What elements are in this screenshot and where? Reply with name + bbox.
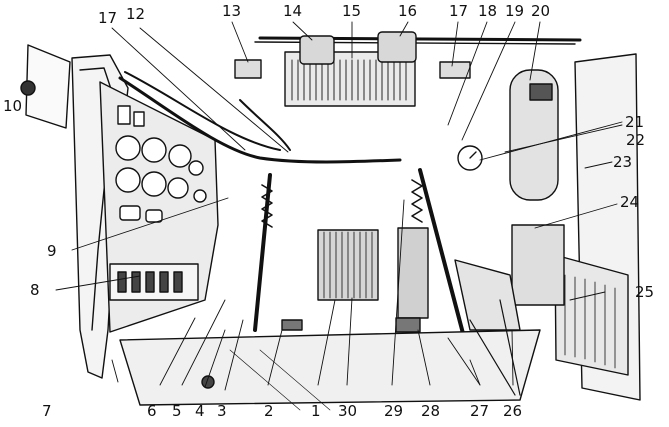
callout-6: 6	[147, 402, 157, 420]
callout-15: 15	[342, 2, 362, 20]
callout-27: 27	[470, 402, 490, 420]
bracket-28	[395, 317, 421, 333]
leader-lines	[55, 21, 623, 391]
callout-12: 12	[126, 5, 146, 23]
callout-24: 24	[620, 193, 640, 211]
callout-2: 2	[264, 402, 274, 420]
control-box	[511, 224, 565, 306]
battery-box	[554, 254, 629, 376]
heater-fan	[377, 31, 417, 63]
callout-23: 23	[613, 153, 633, 171]
callout-26: 26	[503, 402, 523, 420]
springs	[261, 179, 423, 228]
callout-30: 30	[338, 402, 358, 420]
callout-19: 19	[505, 2, 525, 20]
heater-motor	[299, 35, 335, 65]
lever-left	[253, 173, 272, 332]
callout-8: 8	[30, 281, 40, 299]
knob-4	[201, 375, 215, 389]
lever-right	[418, 168, 472, 362]
callout-28: 28	[421, 402, 441, 420]
pedal-assembly	[454, 259, 521, 331]
overhead-box-13	[234, 59, 262, 79]
callout-5: 5	[172, 402, 182, 420]
overhead-box-17	[439, 61, 471, 79]
callout-29: 29	[384, 402, 404, 420]
side-radiator	[397, 227, 429, 319]
callout-22-visible: 22	[626, 131, 646, 149]
oxygen-cylinder	[509, 69, 559, 201]
callout-16: 16	[398, 2, 418, 20]
fixture-2	[281, 319, 303, 331]
callout-21: 21	[625, 113, 645, 131]
callout-20: 20	[531, 2, 551, 20]
callout-13: 13	[222, 2, 242, 20]
callout-1: 1	[311, 402, 321, 420]
callout-18: 18	[478, 2, 498, 20]
callout-10: 10	[3, 97, 23, 115]
cable-bundle	[118, 76, 402, 164]
callout-25: 25	[635, 283, 655, 301]
callout-17-right: 17	[449, 2, 469, 20]
callout-3: 3	[217, 402, 227, 420]
floor-base	[119, 329, 541, 406]
callout-14: 14	[283, 2, 303, 20]
switch-panel	[109, 263, 199, 301]
callout-17-left: 17	[98, 9, 118, 27]
callout-9: 9	[47, 242, 57, 260]
cockpit-lamp	[20, 80, 36, 96]
callout-7: 7	[42, 402, 52, 420]
gauge-cluster	[115, 105, 207, 223]
callout-4: 4	[195, 402, 205, 420]
